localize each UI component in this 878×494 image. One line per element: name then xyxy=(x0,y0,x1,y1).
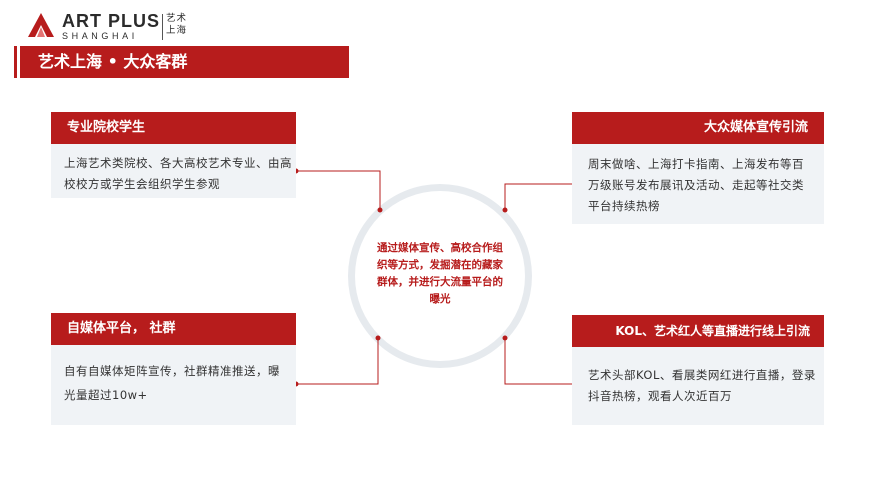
title-bar xyxy=(20,46,349,78)
connector-dot xyxy=(502,335,508,341)
card-body-students: 上海艺术类院校、各大高校艺术专业、由高校校方或学生会组织学生参观 xyxy=(51,144,296,198)
brand-name: ART PLUS xyxy=(62,11,160,31)
card-title-mass-media: 大众媒体宣传引流 xyxy=(572,112,824,144)
title-accent xyxy=(14,46,17,78)
connector-dot xyxy=(502,207,508,213)
logo-divider xyxy=(162,14,163,40)
brand-cn-line1: 艺术 xyxy=(166,13,188,24)
card-body-mass-media: 周末做啥、上海打卡指南、上海发布等百万级账号发布展讯及活动、走起等社交类平台持续… xyxy=(572,144,824,224)
brand-cn: 艺术 上海 xyxy=(166,13,187,37)
card-body-self-media: 自有自媒体矩阵宣传，社群精准推送，曝光量超过10w+ xyxy=(51,345,296,425)
card-title-kol: KOL、艺术红人等直播进行线上引流 xyxy=(572,315,824,347)
card-body-kol: 艺术头部KOL、看展类网红进行直播，登录抖音热榜，观看人次近百万 xyxy=(572,347,824,425)
connector-bottom-left xyxy=(296,338,379,385)
connector-dot xyxy=(377,207,383,213)
connector-top-left xyxy=(296,170,381,210)
connector-bottom-right xyxy=(504,338,572,385)
connector-dot xyxy=(375,335,381,341)
logo-mark xyxy=(28,13,54,37)
brand-sub: SHANGHAI xyxy=(62,31,138,41)
card-title-students: 专业院校学生 xyxy=(51,112,296,144)
brand-cn-line2: 上海 xyxy=(166,25,188,36)
connector-top-right xyxy=(504,183,572,210)
page-title: 艺术上海 • 大众客群 xyxy=(38,52,188,71)
center-circle xyxy=(355,191,525,361)
card-title-self-media: 自媒体平台， 社群 xyxy=(51,313,296,345)
center-text: 通过媒体宣传、高校合作组织等方式，发掘潜在的藏家群体，并进行大流量平台的曝光 xyxy=(377,242,503,305)
